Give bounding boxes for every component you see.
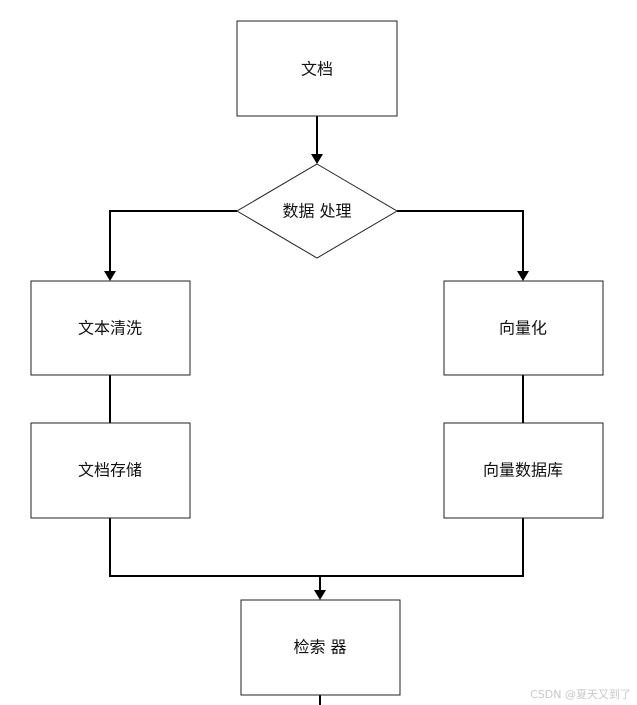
node-data-processing-diamond bbox=[236, 163, 398, 259]
node-vector-database: 向量数据库 bbox=[443, 422, 604, 519]
arrowhead-retriever bbox=[314, 590, 326, 600]
node-vectorize-label: 向量化 bbox=[499, 319, 547, 338]
node-retriever-box bbox=[240, 599, 401, 696]
node-document-storage-box bbox=[30, 422, 191, 519]
edge-processing-to-text-cleaning bbox=[109, 210, 237, 272]
node-document-label: 文档 bbox=[301, 60, 333, 79]
arrowhead-text-cleaning bbox=[104, 271, 116, 281]
arrowhead-vectorize bbox=[517, 271, 529, 281]
watermark: CSDN @夏天又到了 bbox=[530, 688, 631, 701]
node-text-cleaning: 文本清洗 bbox=[30, 280, 191, 376]
node-vectorize: 向量化 bbox=[443, 280, 604, 376]
node-retriever: 检索 器 bbox=[240, 599, 401, 696]
edge-processing-to-vectorize bbox=[397, 210, 524, 272]
node-data-processing-label: 数据 处理 bbox=[282, 202, 351, 221]
node-vectorize-box bbox=[443, 280, 604, 376]
edge-storage-to-merge bbox=[109, 518, 524, 577]
node-vector-database-label: 向量数据库 bbox=[483, 461, 563, 480]
node-document-storage: 文档存储 bbox=[30, 422, 191, 519]
node-document-box bbox=[236, 20, 398, 117]
node-document-storage-label: 文档存储 bbox=[78, 461, 142, 480]
node-vector-database-box bbox=[443, 422, 604, 519]
arrowhead-processing bbox=[311, 154, 323, 164]
node-data-processing: 数据 处理 bbox=[236, 163, 398, 259]
node-retriever-label: 检索 器 bbox=[293, 638, 346, 657]
node-document: 文档 bbox=[236, 20, 398, 117]
node-text-cleaning-box bbox=[30, 280, 191, 376]
node-text-cleaning-label: 文本清洗 bbox=[78, 319, 142, 338]
edges bbox=[104, 116, 529, 705]
